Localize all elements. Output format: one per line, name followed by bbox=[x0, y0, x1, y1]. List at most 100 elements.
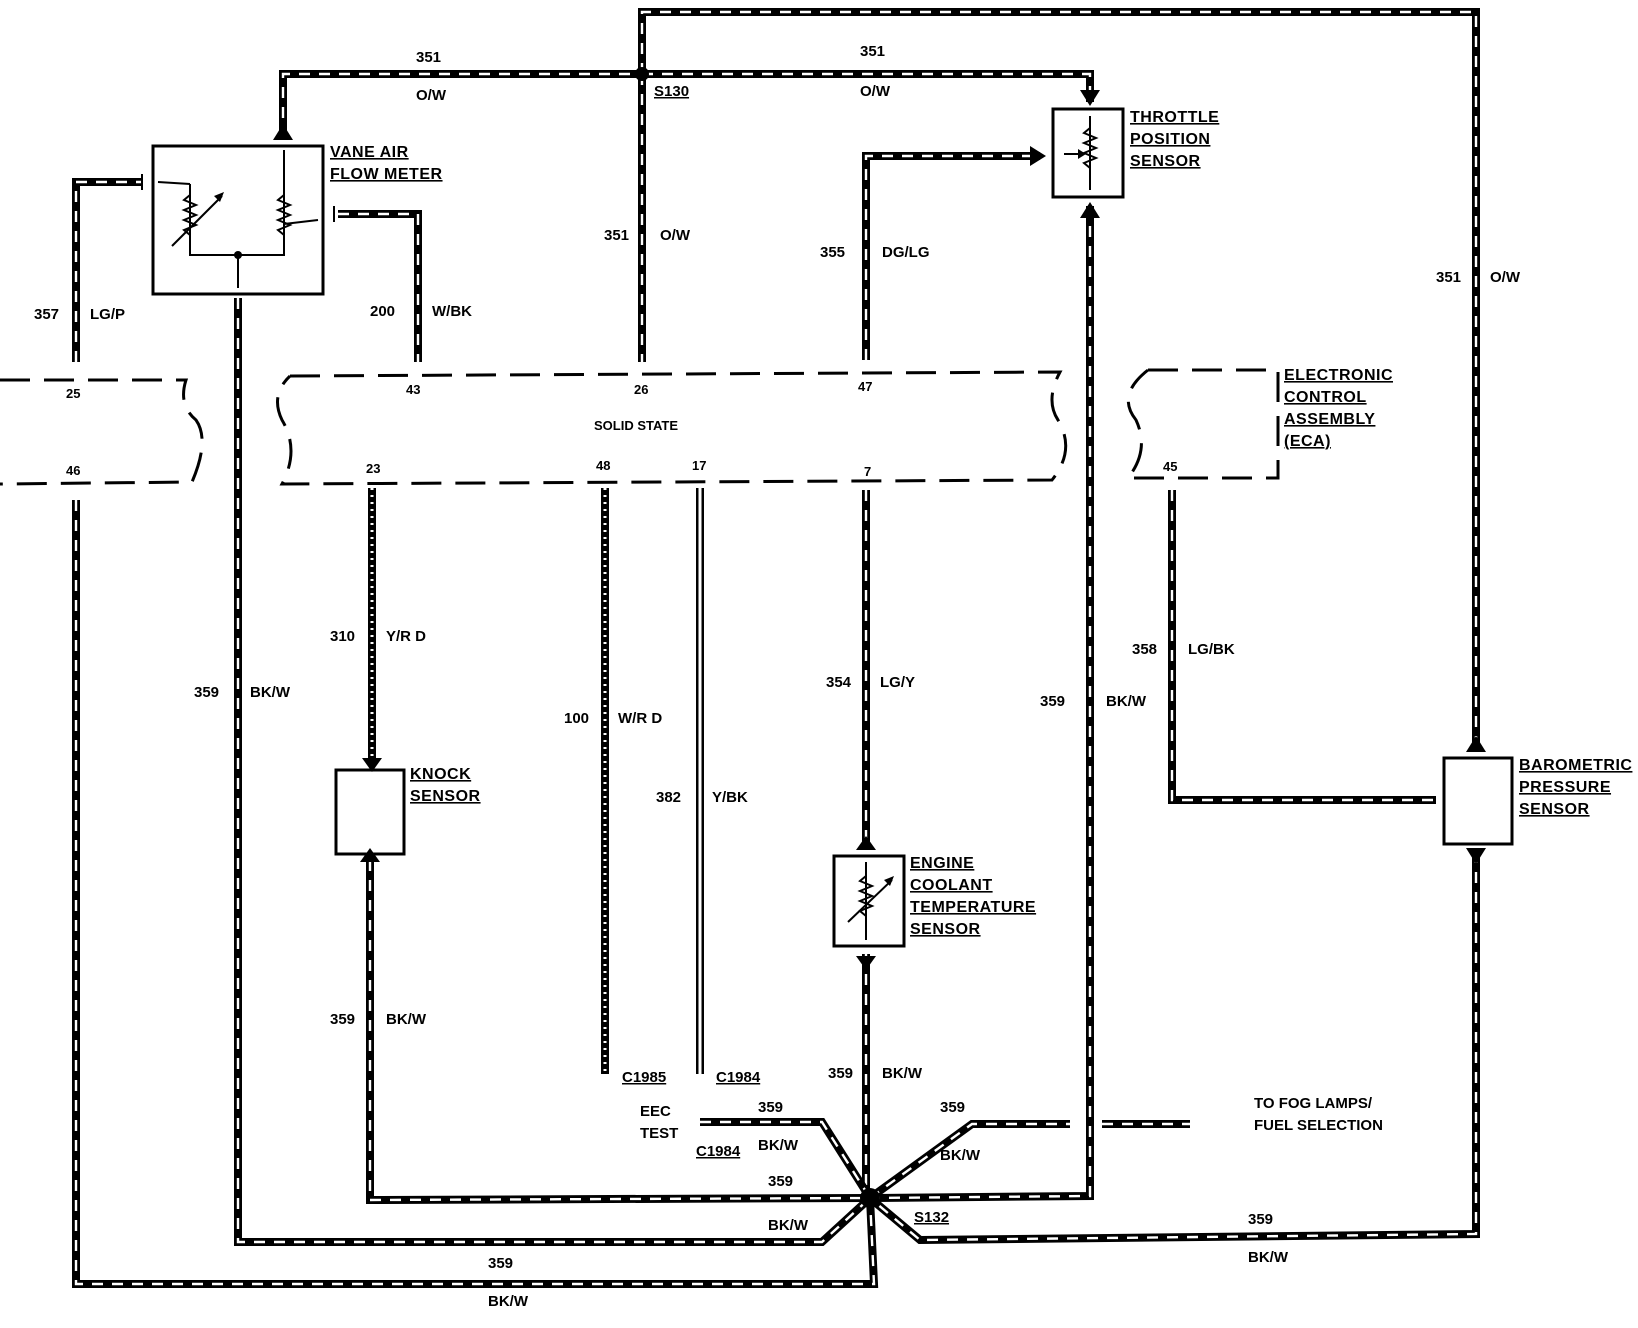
wire-351-vaf bbox=[279, 70, 642, 138]
wire-label-circuit: 357 bbox=[34, 306, 59, 323]
vaf-label-line2: FLOW METER bbox=[330, 166, 443, 183]
wire-label-color: DG/LG bbox=[882, 244, 930, 261]
wires bbox=[72, 8, 1480, 1288]
connector-c1985: C1985 bbox=[622, 1069, 666, 1086]
wire-label-color: BK/W bbox=[940, 1147, 981, 1164]
wire-label-circuit: 359 bbox=[1040, 693, 1065, 710]
fog-lamps-line1: TO FOG LAMPS/ bbox=[1254, 1095, 1373, 1112]
wire-label-color: O/W bbox=[416, 87, 447, 104]
terminals bbox=[273, 90, 1486, 970]
wire-label-circuit: 100 bbox=[564, 710, 589, 727]
splice-s132-dot bbox=[860, 1188, 880, 1208]
wire-label-circuit: 359 bbox=[194, 684, 219, 701]
wire-200 bbox=[338, 210, 422, 362]
tps-label-line3: SENSOR bbox=[1130, 153, 1201, 170]
pin-45: 45 bbox=[1163, 459, 1177, 474]
eca-middle-section bbox=[276, 370, 1068, 486]
eca-label-line4: (ECA) bbox=[1284, 433, 1331, 450]
eca-label-line2: CONTROL bbox=[1284, 389, 1367, 406]
pin-47: 47 bbox=[858, 379, 872, 394]
wire-label-circuit: 382 bbox=[656, 789, 681, 806]
pin-26: 26 bbox=[634, 382, 648, 397]
throttle-position-sensor: THROTTLE POSITION SENSOR bbox=[1051, 107, 1219, 199]
wire-label-circuit: 359 bbox=[330, 1011, 355, 1028]
eca-left-section bbox=[0, 378, 204, 486]
wire-label-circuit: 359 bbox=[940, 1099, 965, 1116]
wire-label-circuit: 351 bbox=[1436, 269, 1461, 286]
connector-c1984-test: C1984 bbox=[696, 1143, 741, 1160]
pin-46: 46 bbox=[66, 463, 80, 478]
wire-label-circuit: 310 bbox=[330, 628, 355, 645]
wire-label-circuit: 200 bbox=[370, 303, 395, 320]
wire-label-color: O/W bbox=[860, 83, 891, 100]
wire-label-circuit: 359 bbox=[758, 1099, 783, 1116]
eca-label-line3: ASSEMBLY bbox=[1284, 411, 1375, 428]
knock-label-line2: SENSOR bbox=[410, 788, 481, 805]
wire-label-color: BK/W bbox=[768, 1217, 809, 1234]
ect-label-line3: TEMPERATURE bbox=[910, 899, 1036, 916]
pin-43: 43 bbox=[406, 382, 420, 397]
vaf-label-line1: VANE AIR bbox=[330, 144, 409, 161]
barometric-pressure-sensor: BAROMETRIC PRESSURE SENSOR bbox=[1442, 756, 1632, 846]
wire-labels: 351 O/W 351 O/W 351 O/W 351 O/W 355 DG/L… bbox=[34, 43, 1521, 1310]
vane-air-flow-meter: VANE AIR FLOW METER bbox=[141, 144, 443, 296]
wire-label-color: W/BK bbox=[432, 303, 472, 320]
knock-label-line1: KNOCK bbox=[410, 766, 471, 783]
wire-label-circuit: 351 bbox=[604, 227, 629, 244]
wire-label-color: BK/W bbox=[758, 1137, 799, 1154]
wire-label-circuit: 358 bbox=[1132, 641, 1157, 658]
fog-lamps-line2: FUEL SELECTION bbox=[1254, 1117, 1383, 1134]
wire-label-color: LG/Y bbox=[880, 674, 915, 691]
wire-label-circuit: 359 bbox=[488, 1255, 513, 1272]
eca-solid-state: SOLID STATE bbox=[594, 418, 678, 433]
wire-label-color: BK/W bbox=[882, 1065, 923, 1082]
eca-pins: 25 46 43 26 47 23 48 17 7 45 bbox=[66, 379, 1177, 479]
baro-label-line1: BAROMETRIC bbox=[1519, 757, 1632, 774]
pin-17: 17 bbox=[692, 458, 706, 473]
wire-label-color: BK/W bbox=[1248, 1249, 1289, 1266]
tps-label-line1: THROTTLE bbox=[1130, 109, 1219, 126]
wire-label-circuit: 351 bbox=[860, 43, 885, 60]
eec-test-line2: TEST bbox=[640, 1125, 678, 1142]
wire-label-circuit: 355 bbox=[820, 244, 845, 261]
wire-label-circuit: 359 bbox=[768, 1173, 793, 1190]
wire-label-color: W/R D bbox=[618, 710, 662, 727]
wire-359-eca46 bbox=[72, 500, 879, 1288]
wire-label-color: O/W bbox=[660, 227, 691, 244]
baro-label-line3: SENSOR bbox=[1519, 801, 1590, 818]
wire-label-color: BK/W bbox=[250, 684, 291, 701]
splice-s130: S130 bbox=[654, 83, 689, 100]
wire-label-circuit: 351 bbox=[416, 49, 441, 66]
pin-48: 48 bbox=[596, 458, 610, 473]
pin-25: 25 bbox=[66, 386, 80, 401]
tps-label-line2: POSITION bbox=[1130, 131, 1210, 148]
wire-label-color: BK/W bbox=[386, 1011, 427, 1028]
wire-label-color: BK/W bbox=[488, 1293, 529, 1310]
wire-label-color: LG/BK bbox=[1188, 641, 1235, 658]
connector-c1984: C1984 bbox=[716, 1069, 761, 1086]
ect-label-line2: COOLANT bbox=[910, 877, 993, 894]
pin-23: 23 bbox=[366, 461, 380, 476]
baro-label-line2: PRESSURE bbox=[1519, 779, 1611, 796]
wire-label-circuit: 359 bbox=[828, 1065, 853, 1082]
eec-test-line1: EEC bbox=[640, 1103, 671, 1120]
splice-s132: S132 bbox=[914, 1209, 949, 1226]
wire-label-circuit: 354 bbox=[826, 674, 852, 691]
engine-coolant-temperature-sensor: ENGINE COOLANT TEMPERATURE SENSOR bbox=[832, 854, 1036, 948]
wire-label-color: Y/BK bbox=[712, 789, 748, 806]
ect-label-line4: SENSOR bbox=[910, 921, 981, 938]
wire-357 bbox=[72, 178, 142, 362]
electronic-control-assembly: SOLID STATE ELECTRONIC CONTROL ASSEMBLY … bbox=[0, 367, 1393, 486]
wire-label-color: BK/W bbox=[1106, 693, 1147, 710]
ect-label-line1: ENGINE bbox=[910, 855, 974, 872]
eca-right-section bbox=[1124, 368, 1280, 480]
wire-label-circuit: 359 bbox=[1248, 1211, 1273, 1228]
splice-s130-dot bbox=[635, 67, 649, 81]
wire-label-color: Y/R D bbox=[386, 628, 426, 645]
wire-label-color: LG/P bbox=[90, 306, 125, 323]
pin-7: 7 bbox=[864, 464, 871, 479]
eca-label-line1: ELECTRONIC bbox=[1284, 367, 1393, 384]
wire-label-color: O/W bbox=[1490, 269, 1521, 286]
knock-sensor: KNOCK SENSOR bbox=[334, 766, 481, 856]
